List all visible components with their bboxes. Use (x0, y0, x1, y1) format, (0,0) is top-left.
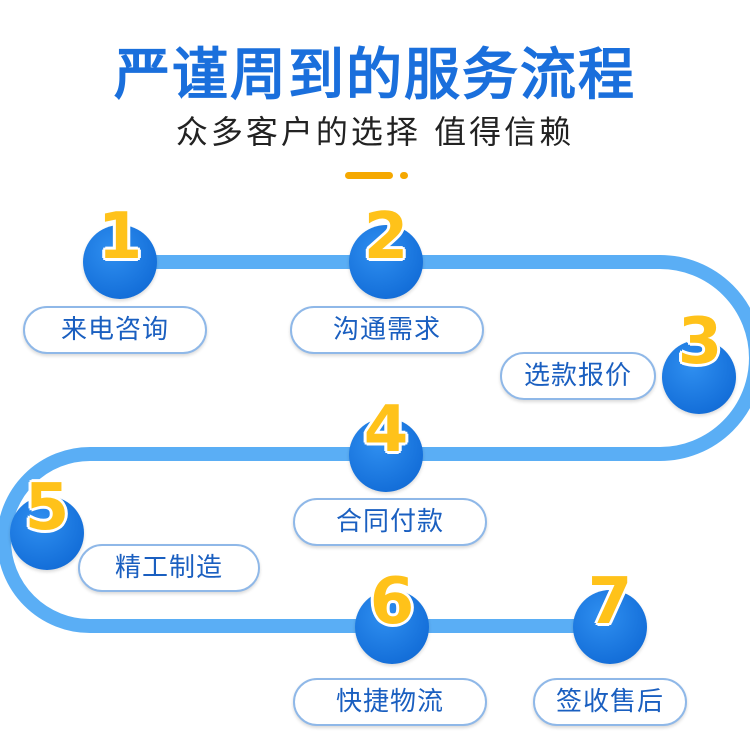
step-2-label: 沟通需求 (290, 306, 484, 354)
page-subtitle: 众多客户的选择 值得信赖 (175, 113, 575, 151)
step-6-number: 6 (369, 565, 415, 639)
divider-dash (345, 172, 393, 179)
step-5-number: 5 (24, 471, 70, 545)
step-7-circle (573, 590, 647, 664)
step-4-circle (349, 418, 423, 492)
step-1-number: 1 (97, 200, 143, 274)
page-title: 严谨周到的服务流程 (114, 43, 636, 108)
step-1-circle (83, 225, 157, 299)
step-6-label: 快捷物流 (293, 678, 487, 726)
step-5-label: 精工制造 (78, 544, 260, 592)
step-2-number: 2 (363, 200, 409, 274)
step-7-number: 7 (587, 565, 633, 639)
step-4-label: 合同付款 (293, 498, 487, 546)
step-7-label: 签收售后 (533, 678, 687, 726)
step-4-number: 4 (363, 393, 409, 467)
divider-dot (400, 172, 408, 179)
step-3-label: 选款报价 (500, 352, 656, 400)
step-1-label: 来电咨询 (23, 306, 207, 354)
step-6-circle (355, 590, 429, 664)
step-2-circle (349, 225, 423, 299)
track-path (0, 255, 750, 633)
step-3-circle (662, 340, 736, 414)
step-3-number: 3 (677, 305, 723, 379)
step-5-circle (10, 496, 84, 570)
